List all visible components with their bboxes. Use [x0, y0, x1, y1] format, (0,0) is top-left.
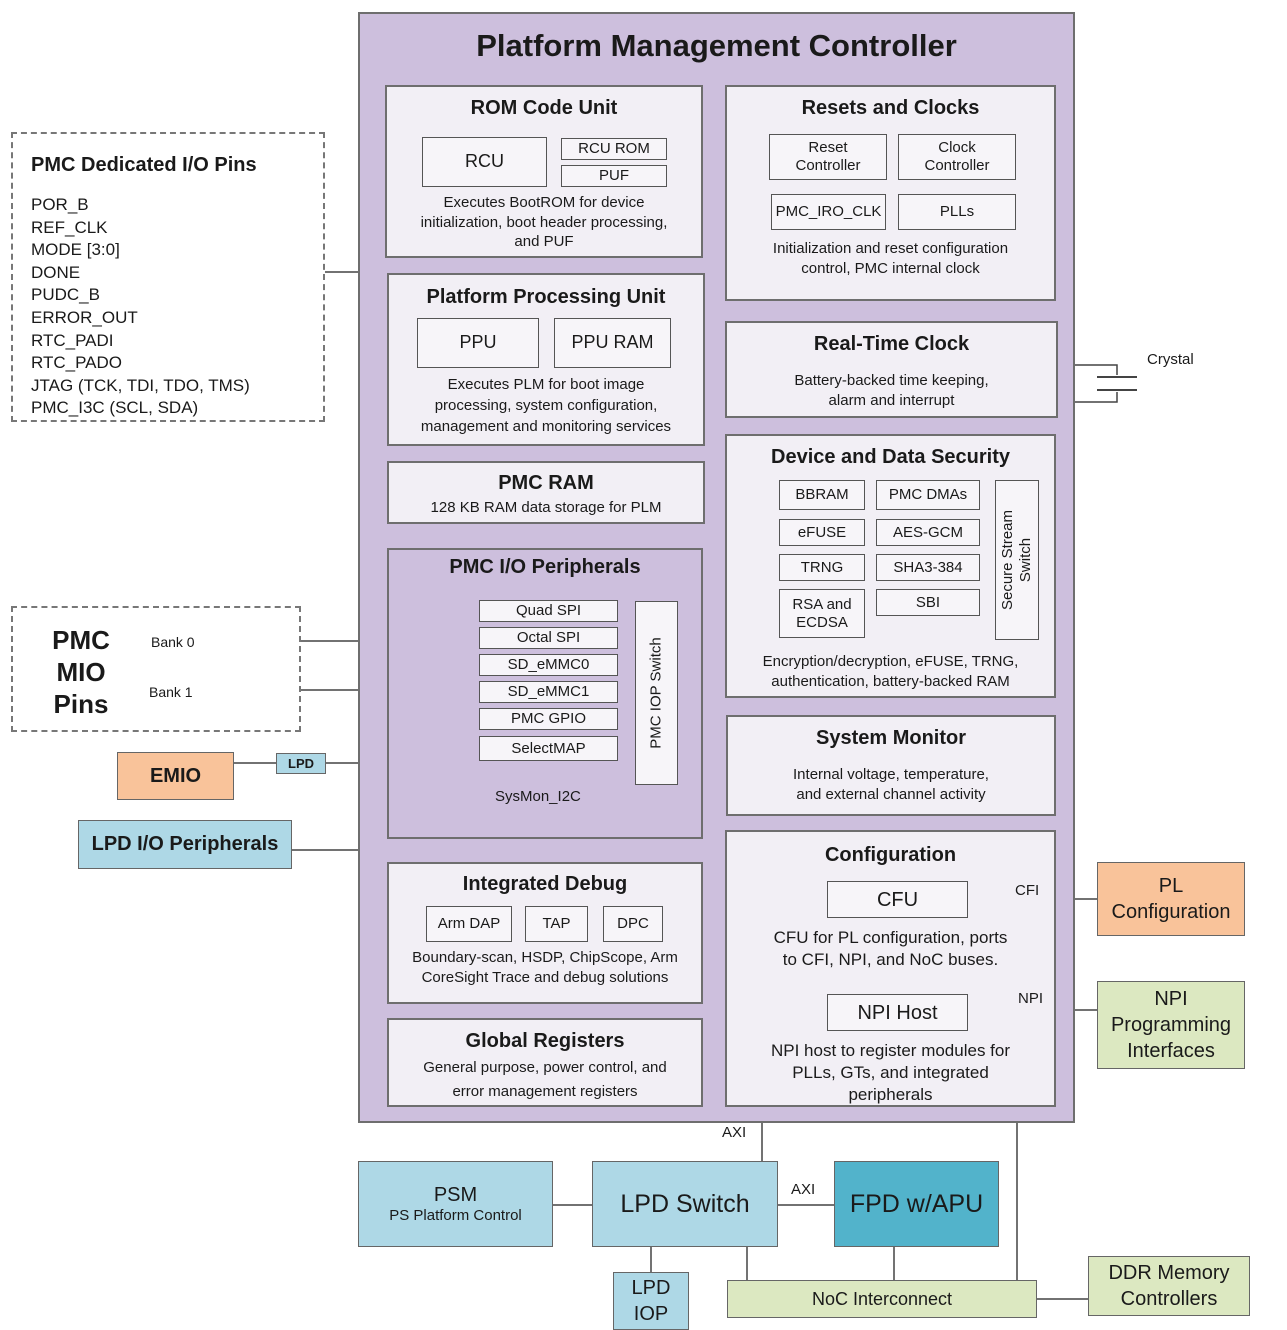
noc-interconnect-box: NoC Interconnect [727, 1280, 1037, 1318]
dedicated-pin: PUDC_B [31, 285, 100, 305]
sysmon-i2c-label: SysMon_I2C [495, 788, 581, 805]
global-registers: Global Registers General purpose, power … [387, 1018, 703, 1107]
arm-dap-box: Arm DAP [426, 906, 512, 942]
sd-emmc1-box: SD_eMMC1 [479, 681, 618, 703]
selectmap-box: SelectMAP [479, 736, 618, 761]
pmc-io-peripherals: PMC I/O Peripherals [387, 548, 703, 839]
crystal-label: Crystal [1147, 351, 1194, 368]
iop-title: PMC I/O Peripherals [449, 556, 641, 578]
sbi-box: SBI [876, 589, 980, 616]
pmc-iop-switch: PMC IOP Switch [635, 601, 678, 785]
pmc-iro-clk-box: PMC_IRO_CLK [771, 194, 886, 230]
dedicated-pin: RTC_PADI [31, 330, 114, 350]
global-regs-title: Global Registers [465, 1030, 625, 1052]
rtc-desc: Battery-backed time keeping,alarm and in… [794, 372, 989, 409]
pmc-ram-title: PMC RAM [498, 472, 594, 494]
pmc-gpio-box: PMC GPIO [479, 708, 618, 730]
dedicated-pin: PMC_I3C (SCL, SDA) [31, 398, 199, 418]
sysmon-desc: Internal voltage, temperature,and extern… [793, 766, 989, 803]
psm-box: PSM PS Platform Control [358, 1161, 553, 1247]
emio-box: EMIO [117, 752, 234, 800]
cfi-label: CFI [1015, 882, 1040, 899]
axi-label-2: AXI [791, 1181, 816, 1198]
efuse-box: eFUSE [779, 519, 865, 546]
configuration: Configuration CFU CFU for PL configurati… [725, 830, 1056, 1107]
pmc-ram-desc: 128 KB RAM data storage for PLM [430, 499, 662, 516]
fpd-apu-box: FPD w/APU [834, 1161, 999, 1247]
ppu-title: Platform Processing Unit [426, 286, 666, 308]
plls-box: PLLs [898, 194, 1016, 230]
rom-title: ROM Code Unit [470, 97, 618, 119]
octal-spi-box: Octal SPI [479, 627, 618, 649]
bbram-box: BBRAM [779, 480, 865, 510]
tap-box: TAP [525, 906, 588, 942]
dedicated-pin: ERROR_OUT [31, 307, 138, 327]
ppu-box: PPU [417, 318, 539, 368]
pmc-dmas-box: PMC DMAs [876, 480, 980, 510]
real-time-clock: Real-Time Clock Battery-backed time keep… [725, 321, 1058, 418]
rcu-rom-box: RCU ROM [561, 138, 667, 160]
ppu-ram-box: PPU RAM [554, 318, 671, 368]
dpc-box: DPC [603, 906, 663, 942]
trng-box: TRNG [779, 554, 865, 581]
lpd-tag: LPD [276, 753, 326, 774]
security-title: Device and Data Security [771, 446, 1010, 468]
lpd-switch-box: LPD Switch [592, 1161, 778, 1247]
bank1-label: Bank 1 [149, 684, 193, 700]
platform-processing-unit: Platform Processing Unit PPU PPU RAM Exe… [387, 273, 705, 446]
lpd-io-peripherals-box: LPD I/O Peripherals [78, 820, 292, 869]
dedicated-pin: REF_CLK [31, 217, 108, 237]
pmc-title: Platform Management Controller [476, 28, 957, 63]
cfu-box: CFU [827, 881, 968, 918]
dedicated-pin: RTC_PADO [31, 353, 123, 373]
system-monitor: System Monitor Internal voltage, tempera… [726, 715, 1056, 816]
dedicated-pin: POR_B [31, 195, 89, 214]
dedicated-io-panel: PMC Dedicated I/O Pins POR_B REF_CLK MODE … [11, 132, 325, 422]
rtc-title: Real-Time Clock [813, 333, 970, 355]
dedicated-io-title: PMC Dedicated I/O Pins [31, 154, 257, 176]
aes-gcm-box: AES-GCM [876, 519, 980, 546]
quad-spi-box: Quad SPI [479, 600, 618, 622]
security-desc: Encryption/decryption, eFUSE, TRNG,authe… [762, 653, 1019, 690]
dedicated-pin: DONE [31, 262, 81, 282]
puf-box: PUF [561, 165, 667, 187]
debug-title: Integrated Debug [462, 873, 628, 895]
npi-host-box: NPI Host [827, 994, 968, 1031]
npi-label: NPI [1018, 990, 1044, 1007]
pmc-ram: PMC RAM 128 KB RAM data storage for PLM [387, 461, 705, 524]
device-data-security: Device and Data Security BBRAM PMC DMAs … [725, 434, 1056, 698]
config-title: Configuration [824, 844, 957, 866]
sysmon-title: System Monitor [815, 727, 967, 749]
sha3-box: SHA3-384 [876, 554, 980, 581]
rom-code-unit: ROM Code Unit RCU RCU ROM PUF Executes B… [385, 85, 703, 258]
sd-emmc0-box: SD_eMMC0 [479, 654, 618, 676]
bank0-label: Bank 0 [151, 634, 195, 650]
resets-title: Resets and Clocks [801, 97, 980, 119]
dedicated-pin: JTAG (TCK, TDI, TDO, TMS) [31, 375, 250, 395]
integrated-debug: Integrated Debug Arm DAP TAP DPC Boundar… [387, 862, 703, 1004]
rcu-box: RCU [422, 137, 547, 187]
dedicated-pin: MODE [3:0] [31, 240, 120, 260]
axi-label-1: AXI [722, 1124, 747, 1141]
